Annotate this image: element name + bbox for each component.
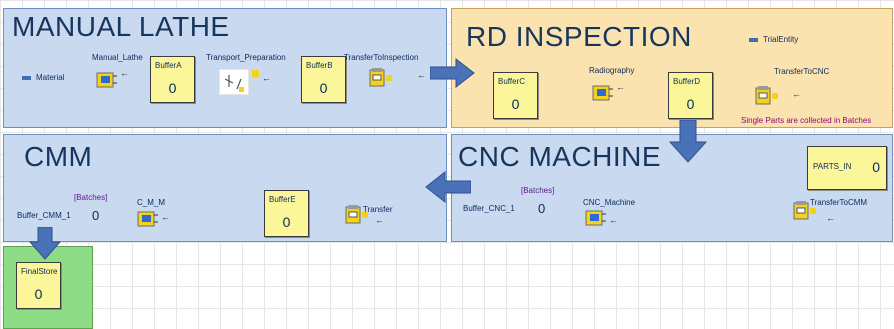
- flow-arrow-left-icon: [425, 170, 471, 204]
- buffer-a-name: BufferA: [155, 61, 182, 70]
- manual-lathe-title: MANUAL LATHE: [12, 11, 230, 42]
- buffer-cnc-1-label: Buffer_CNC_1: [463, 204, 515, 213]
- buffer-e-name: BufferE: [269, 195, 296, 204]
- trial-entity-legend-swatch: [749, 38, 758, 42]
- arrow-left-small-icon: ←: [161, 212, 170, 222]
- rd-inspection-title: RD INSPECTION: [466, 21, 692, 52]
- buffer-e[interactable]: BufferE 0: [264, 190, 309, 237]
- buffer-a-value: 0: [168, 80, 177, 96]
- batch-note: Single Parts are collected in Batches: [741, 116, 872, 125]
- final-store-value: 0: [34, 286, 43, 302]
- flow-arrow-down-icon: [668, 120, 708, 163]
- arrow-left-small-icon: ←: [120, 68, 129, 78]
- buffer-cnc-1-count: 0: [538, 201, 546, 216]
- manual-lathe-label: Manual_Lathe: [92, 53, 143, 62]
- buffer-d[interactable]: BufferD 0: [668, 72, 713, 119]
- buffer-e-value: 0: [282, 214, 291, 230]
- arrow-left-small-icon: ←: [616, 82, 625, 92]
- transfer-to-cnc-label: TransferToCNC: [774, 67, 830, 76]
- yellow-entity-icon: [252, 70, 259, 77]
- arrow-left-small-icon: ←: [262, 73, 271, 83]
- cnc-machine-label: CNC_Machine: [583, 198, 636, 207]
- buffer-c-name: BufferC: [498, 77, 525, 86]
- radiography-label: Radiography: [589, 66, 635, 75]
- buffer-d-name: BufferD: [673, 77, 700, 86]
- buffer-cmm-1-count: 0: [92, 208, 100, 223]
- transfer-label: Transfer: [363, 205, 393, 214]
- rd-inspection-panel[interactable]: RD INSPECTION TrialEntity BufferC 0 Radi…: [451, 8, 893, 128]
- buffer-b-value: 0: [319, 80, 328, 96]
- material-legend-label: Material: [36, 73, 65, 82]
- transport-preparation-icon[interactable]: [218, 68, 250, 100]
- arrow-left-small-icon: ←: [609, 215, 618, 225]
- cmm-batches-label: [Batches]: [74, 193, 108, 202]
- arrow-left-small-icon: ←: [417, 70, 426, 80]
- buffer-b[interactable]: BufferB 0: [301, 56, 346, 103]
- transfer-transporter-icon[interactable]: [344, 204, 370, 226]
- cnc-machine-icon[interactable]: [585, 209, 607, 227]
- parts-in-value: 0: [872, 159, 880, 175]
- transport-preparation-label: Transport_Preparation: [206, 53, 286, 62]
- buffer-cmm-1-label: Buffer_CMM_1: [17, 211, 71, 220]
- material-legend-swatch: [22, 76, 31, 80]
- cnc-machine-panel[interactable]: CNC MACHINE PARTS_IN 0 [Batches] Buffer_…: [451, 134, 893, 242]
- cmm-panel[interactable]: CMM [Batches] Buffer_CMM_1 0 C_M_M ← Buf…: [3, 134, 447, 242]
- cnc-machine-title: CNC MACHINE: [458, 141, 662, 172]
- c-m-m-label: C_M_M: [137, 198, 166, 207]
- radiography-machine-icon[interactable]: [592, 84, 614, 102]
- final-store-buffer[interactable]: FinalStore 0: [16, 262, 61, 309]
- arrow-left-small-icon: ←: [375, 215, 384, 225]
- buffer-c-value: 0: [511, 96, 520, 112]
- cnc-batches-label: [Batches]: [521, 186, 555, 195]
- cmm-title: CMM: [24, 141, 93, 172]
- transfer-to-cnc-transporter-icon[interactable]: [754, 85, 780, 107]
- flow-arrow-right-icon: [430, 57, 475, 89]
- arrow-left-small-icon: ←: [826, 213, 835, 223]
- parts-in-buffer[interactable]: PARTS_IN 0: [807, 146, 887, 190]
- c-m-m-machine-icon[interactable]: [137, 210, 159, 228]
- transfer-to-cmm-transporter-icon[interactable]: [792, 200, 818, 222]
- manual-lathe-panel[interactable]: MANUAL LATHE Material Manual_Lathe ← Buf…: [3, 8, 447, 128]
- parts-in-name: PARTS_IN: [813, 162, 852, 171]
- transfer-to-inspection-transporter-icon[interactable]: [368, 67, 394, 89]
- final-store-panel[interactable]: FinalStore 0: [3, 246, 93, 329]
- transfer-to-cmm-label: TransferToCMM: [810, 198, 868, 207]
- manual-lathe-machine-icon[interactable]: [96, 71, 118, 89]
- buffer-c[interactable]: BufferC 0: [493, 72, 538, 119]
- trial-entity-legend-label: TrialEntity: [763, 35, 799, 44]
- flow-arrow-down-final-icon: [28, 227, 62, 260]
- arrow-left-small-icon: ←: [792, 89, 801, 99]
- buffer-b-name: BufferB: [306, 61, 333, 70]
- final-store-name: FinalStore: [21, 267, 58, 276]
- buffer-d-value: 0: [686, 96, 695, 112]
- transfer-to-inspection-label: TransferToInspection: [344, 53, 419, 62]
- buffer-a[interactable]: BufferA 0: [150, 56, 195, 103]
